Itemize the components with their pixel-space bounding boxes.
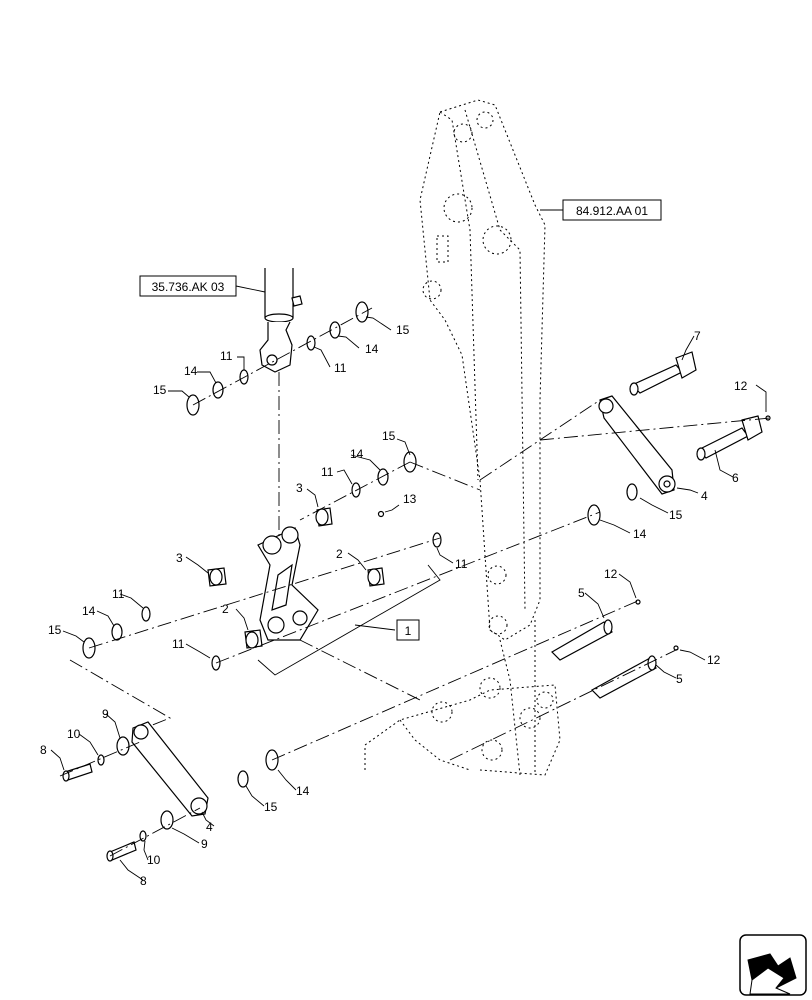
callout-9: 9 — [102, 707, 109, 721]
cylinder-ref-label: 35.736.AK 03 — [152, 280, 225, 294]
group-bracket: 1 — [257, 564, 441, 676]
group-ref-box — [396, 619, 420, 641]
callout-8: 8 — [40, 743, 47, 757]
arm-ref[interactable]: 84.912.AA 01 — [540, 199, 662, 221]
callout-12: 12 — [707, 653, 721, 667]
washers-rings — [82, 301, 771, 842]
callout-11: 11 — [220, 349, 233, 363]
bolts-8 — [62, 763, 137, 862]
callout-5: 5 — [676, 672, 683, 686]
callout-15: 15 — [382, 429, 396, 443]
callout-14: 14 — [82, 604, 96, 618]
cylinder-rod-end — [259, 268, 303, 373]
callout-14: 14 — [350, 447, 364, 461]
callout-8: 8 — [140, 874, 147, 888]
callout-11: 11 — [172, 637, 185, 651]
callout-14: 14 — [365, 342, 379, 356]
callout-15: 15 — [153, 383, 167, 397]
callout-11: 11 — [112, 587, 125, 601]
callout-4: 4 — [206, 820, 213, 834]
callout-15: 15 — [669, 508, 683, 522]
cylinder-ref[interactable]: 35.736.AK 03 — [139, 275, 266, 297]
bucket-phantom — [364, 677, 561, 776]
callout-7: 7 — [694, 329, 701, 343]
callout-3: 3 — [296, 481, 303, 495]
pin-6 — [696, 415, 763, 461]
callout-12: 12 — [734, 379, 748, 393]
arm-ref-label: 84.912.AA 01 — [576, 204, 648, 218]
callout-11: 11 — [321, 465, 334, 479]
axis-lines — [59, 307, 771, 857]
pins-5 — [551, 619, 657, 699]
boom-arm-phantom — [419, 99, 546, 776]
callout-6: 6 — [732, 471, 739, 485]
callout-10: 10 — [67, 727, 81, 741]
link-lower-left — [131, 721, 209, 817]
callout-9: 9 — [201, 837, 208, 851]
callout-15: 15 — [264, 800, 278, 814]
callout-numbers: 11 14 15 11 14 15 7 12 6 4 15 14 15 14 1… — [40, 323, 748, 888]
callout-11: 11 — [334, 361, 347, 375]
callout-leaders — [50, 316, 767, 881]
exploded-view-arrow-icon[interactable] — [739, 934, 807, 996]
callout-11: 11 — [455, 557, 468, 571]
callout-13: 13 — [403, 492, 417, 506]
callout-2: 2 — [222, 602, 229, 616]
callout-12: 12 — [604, 567, 618, 581]
group-ref-label: 1 — [405, 624, 412, 638]
callout-10: 10 — [147, 853, 161, 867]
callout-15: 15 — [396, 323, 410, 337]
main-link-center — [257, 526, 319, 641]
callout-14: 14 — [184, 364, 198, 378]
callout-4: 4 — [701, 489, 708, 503]
callout-14: 14 — [633, 527, 647, 541]
callout-5: 5 — [578, 586, 585, 600]
link-upper-right — [598, 395, 676, 495]
pin-7 — [629, 351, 697, 396]
callout-2: 2 — [336, 547, 343, 561]
callout-3: 3 — [176, 551, 183, 565]
callout-14: 14 — [296, 784, 310, 798]
bushings — [207, 507, 385, 649]
callout-15: 15 — [48, 623, 62, 637]
